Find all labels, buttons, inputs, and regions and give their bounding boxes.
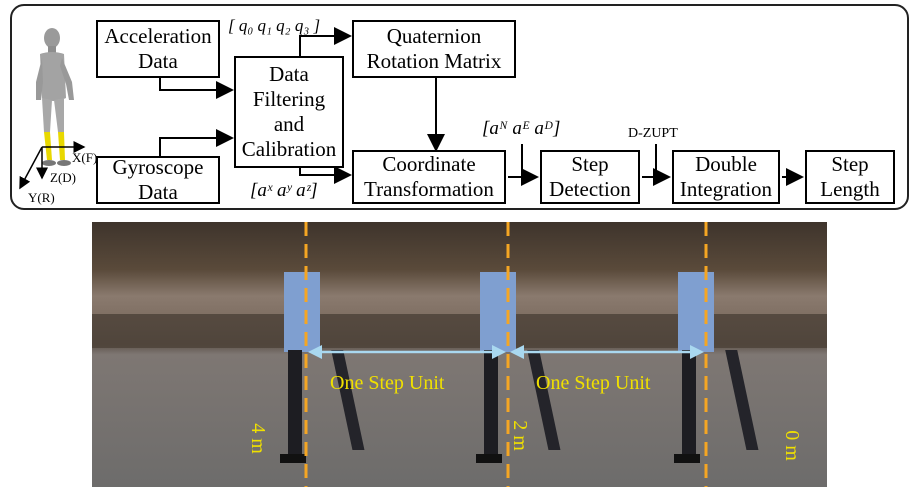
walker-middle (476, 272, 561, 463)
axis-y-label: Y(R) (28, 190, 55, 205)
distance-mark-4m: 4 m (246, 423, 269, 454)
step-arrow-right (510, 345, 704, 359)
walking-scene (92, 222, 827, 487)
distance-mark-0m: 0 m (780, 430, 803, 461)
dzupt-label: D-ZUPT (628, 126, 678, 141)
human-figure-icon (36, 28, 74, 166)
body-acceleration-label: [aˣ aʸ aᶻ] (250, 180, 318, 201)
step-arrow-left (308, 345, 506, 359)
walking-photo: One Step Unit One Step Unit 4 m 2 m 0 m (92, 222, 827, 487)
axis-x-label: X(F) (72, 150, 98, 165)
distance-mark-2m: 2 m (508, 420, 531, 451)
step-unit-label-left: One Step Unit (330, 372, 445, 394)
axis-z-label: Z(D) (50, 170, 76, 185)
quaternion-vector-label: [ q₀ q₁ q₂ q₃ ] (228, 16, 321, 35)
walker-right (674, 272, 759, 463)
nav-acceleration-label: [aᴺ aᴱ aᴰ] (482, 118, 561, 139)
pipeline-frame (10, 4, 909, 210)
step-unit-label-right: One Step Unit (536, 372, 651, 394)
walker-left (280, 272, 365, 463)
